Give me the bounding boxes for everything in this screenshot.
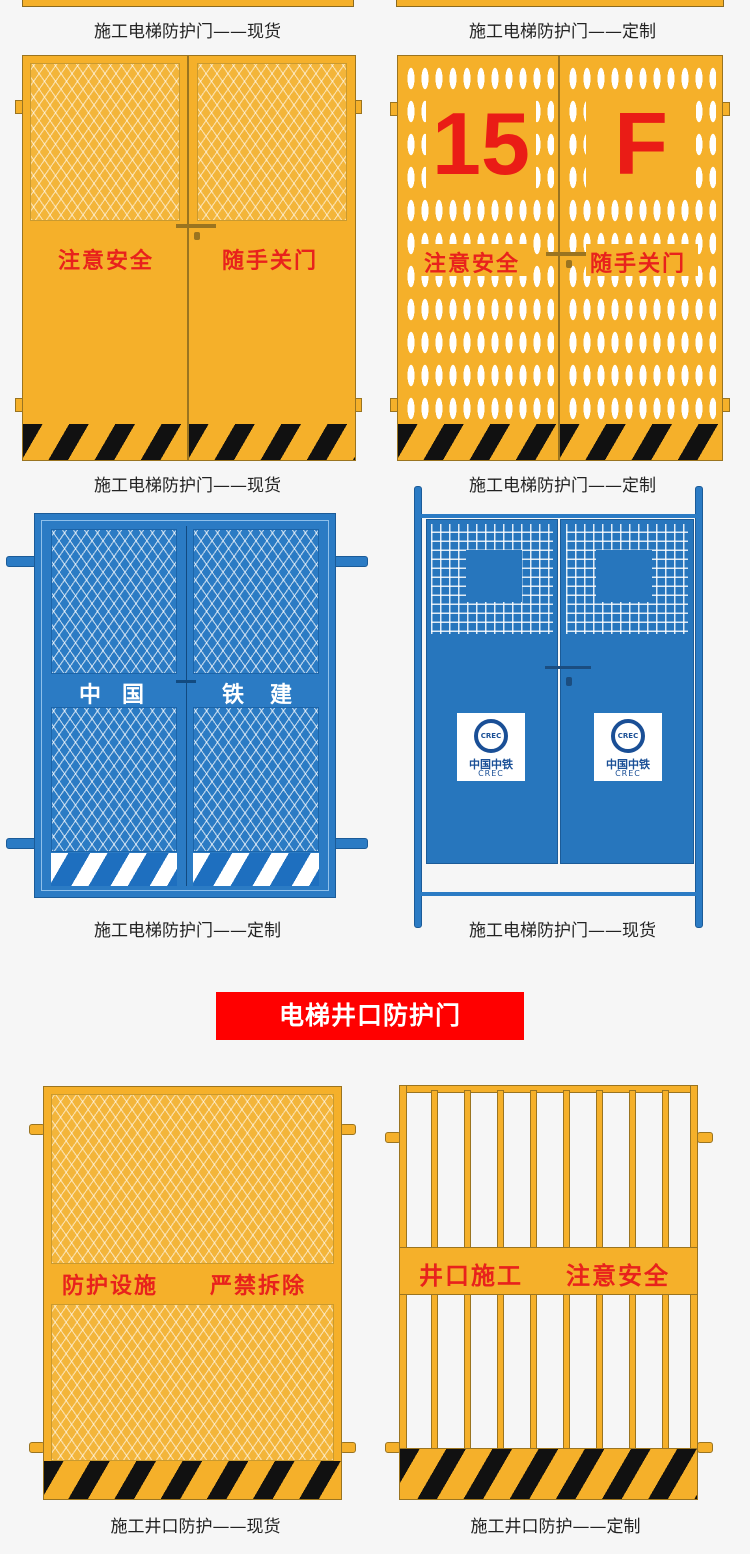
door-latch xyxy=(176,224,216,228)
logo-mark: CREC xyxy=(480,732,502,740)
top-door-fragment-left xyxy=(22,0,354,7)
lock-icon xyxy=(566,260,572,268)
caption-row2-left: 施工电梯防护门——定制 xyxy=(94,921,281,941)
top-door-fragment-right xyxy=(396,0,724,7)
hazard-stripes xyxy=(560,424,722,460)
hazard-stripes xyxy=(51,853,177,886)
hazard-stripes xyxy=(399,1448,698,1500)
side-post xyxy=(695,486,703,928)
number-plate xyxy=(586,96,696,196)
band-char-3: 铁 xyxy=(222,683,245,708)
logo-text: 中国中铁 xyxy=(606,758,650,771)
hinge-tab xyxy=(340,1124,356,1135)
mesh-panel xyxy=(193,707,319,852)
sign-text-left: 注意安全 xyxy=(424,252,521,277)
hazard-stripes xyxy=(189,424,355,460)
side-post xyxy=(414,486,422,928)
sign-plate xyxy=(420,244,532,276)
logo-ring-icon xyxy=(611,719,645,753)
hazard-stripes xyxy=(23,424,187,460)
window-plate xyxy=(596,550,652,602)
logo-ring-icon xyxy=(474,719,508,753)
door-latch xyxy=(546,252,586,256)
bottom-rail xyxy=(420,892,698,896)
mesh-panel xyxy=(197,63,347,221)
hazard-stripes xyxy=(398,424,558,460)
caption-row3-left: 施工井口防护——现货 xyxy=(110,1517,281,1537)
sign-text-left: 注意安全 xyxy=(58,249,155,274)
door-latch xyxy=(176,680,196,683)
crec-logo: CREC 中国中铁 CREC xyxy=(457,713,525,781)
hazard-stripes xyxy=(44,1461,341,1499)
logo-text: 中国中铁 xyxy=(469,758,513,771)
sign-text-right: 严禁拆除 xyxy=(210,1274,307,1299)
hinge-tab xyxy=(697,1132,713,1143)
logo-subtext: CREC xyxy=(478,769,504,778)
sign-text-right: 注意安全 xyxy=(566,1262,670,1290)
mesh-panel xyxy=(51,529,177,674)
hazard-stripes xyxy=(193,853,319,886)
sign-band xyxy=(399,1247,698,1295)
sign-text-right: 随手关门 xyxy=(590,252,687,277)
sign-text-left: 防护设施 xyxy=(62,1274,159,1299)
logo-mark: CREC xyxy=(617,732,639,740)
caption-row2-right: 施工电梯防护门——现货 xyxy=(469,921,656,941)
inner-frame-line xyxy=(41,520,329,891)
hinge-tab xyxy=(697,1442,713,1453)
lock-icon xyxy=(566,677,572,686)
window-plate xyxy=(466,550,522,602)
logo-subtext: CREC xyxy=(615,769,641,778)
sign-plate xyxy=(586,244,698,276)
mesh-panel xyxy=(51,707,177,852)
caption-row1-left: 施工电梯防护门——现货 xyxy=(94,476,281,496)
top-rail xyxy=(420,514,698,518)
band-char-2: 国 xyxy=(122,683,145,708)
caption-row1-right: 施工电梯防护门——定制 xyxy=(469,476,656,496)
door-seam xyxy=(186,526,187,886)
top-rail xyxy=(399,1085,698,1093)
caption-row3-right: 施工井口防护——定制 xyxy=(470,1517,641,1537)
section-banner: 电梯井口防护门 xyxy=(216,992,524,1040)
floor-number: 15 xyxy=(432,94,530,193)
sign-text-left: 井口施工 xyxy=(419,1262,523,1290)
caption-top-left: 施工电梯防护门——现货 xyxy=(94,22,281,42)
caption-top-right: 施工电梯防护门——定制 xyxy=(469,22,656,42)
mesh-panel xyxy=(30,63,180,221)
mesh-panel xyxy=(193,529,319,674)
crec-logo: CREC 中国中铁 CREC xyxy=(594,713,662,781)
band-char-1: 中 xyxy=(79,683,102,708)
hinge-tab xyxy=(340,1442,356,1453)
mesh-panel xyxy=(51,1094,334,1264)
door-latch xyxy=(545,666,591,669)
lock-icon xyxy=(194,232,200,240)
mesh-panel xyxy=(51,1304,334,1461)
sign-text-right: 随手关门 xyxy=(222,249,319,274)
number-plate xyxy=(426,96,536,196)
band-char-4: 建 xyxy=(270,683,293,708)
floor-letter: F xyxy=(614,94,668,193)
